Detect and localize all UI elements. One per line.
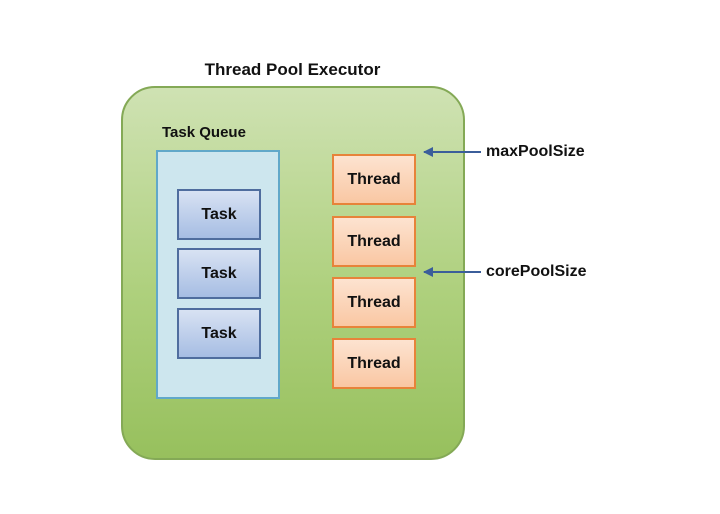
task-box-1: Task (177, 189, 261, 240)
task-box-3: Task (177, 308, 261, 359)
core-pool-size-label: corePoolSize (486, 263, 587, 280)
thread-box-1: Thread (332, 154, 416, 205)
thread-box-3: Thread (332, 277, 416, 328)
diagram-title: Thread Pool Executor (204, 60, 381, 79)
task-box-2: Task (177, 248, 261, 299)
thread-box-2: Thread (332, 216, 416, 267)
task-queue-label: Task Queue (162, 124, 246, 141)
max-pool-size-label: maxPoolSize (486, 143, 585, 160)
thread-box-4: Thread (332, 338, 416, 389)
